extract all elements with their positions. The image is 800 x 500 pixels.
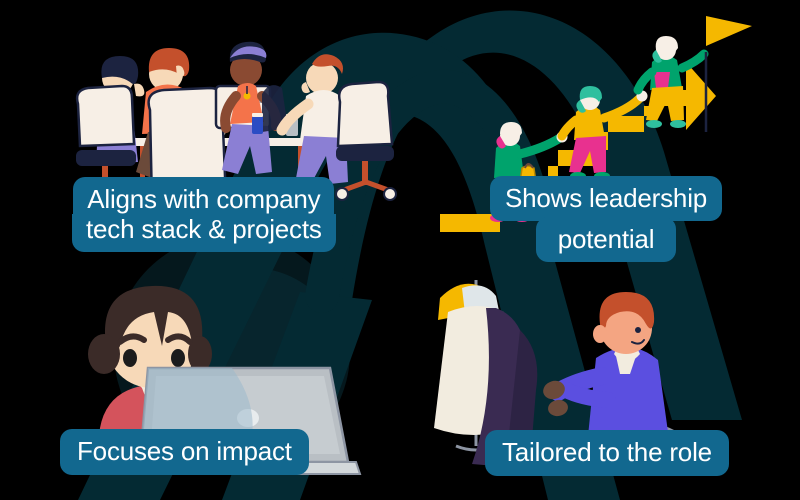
badge-line: Focuses on impact [60,429,309,475]
badge-shows-leadership-potential[interactable]: Shows leadership potential [490,176,723,262]
badge-line: tech stack & projects [72,214,336,252]
badge-aligns-with-company-tech-stack[interactable]: Aligns with company tech stack & project… [72,177,336,252]
badge-line: potential [535,217,677,262]
badge-line: Tailored to the role [485,430,729,476]
svg-text:▤: ▤ [258,97,265,104]
badge-tailored-to-the-role[interactable]: Tailored to the role [485,430,729,476]
badge-line: Shows leadership [490,176,723,221]
badge-focuses-on-impact[interactable]: Focuses on impact [60,429,309,475]
badge-line: Aligns with company [73,177,335,214]
